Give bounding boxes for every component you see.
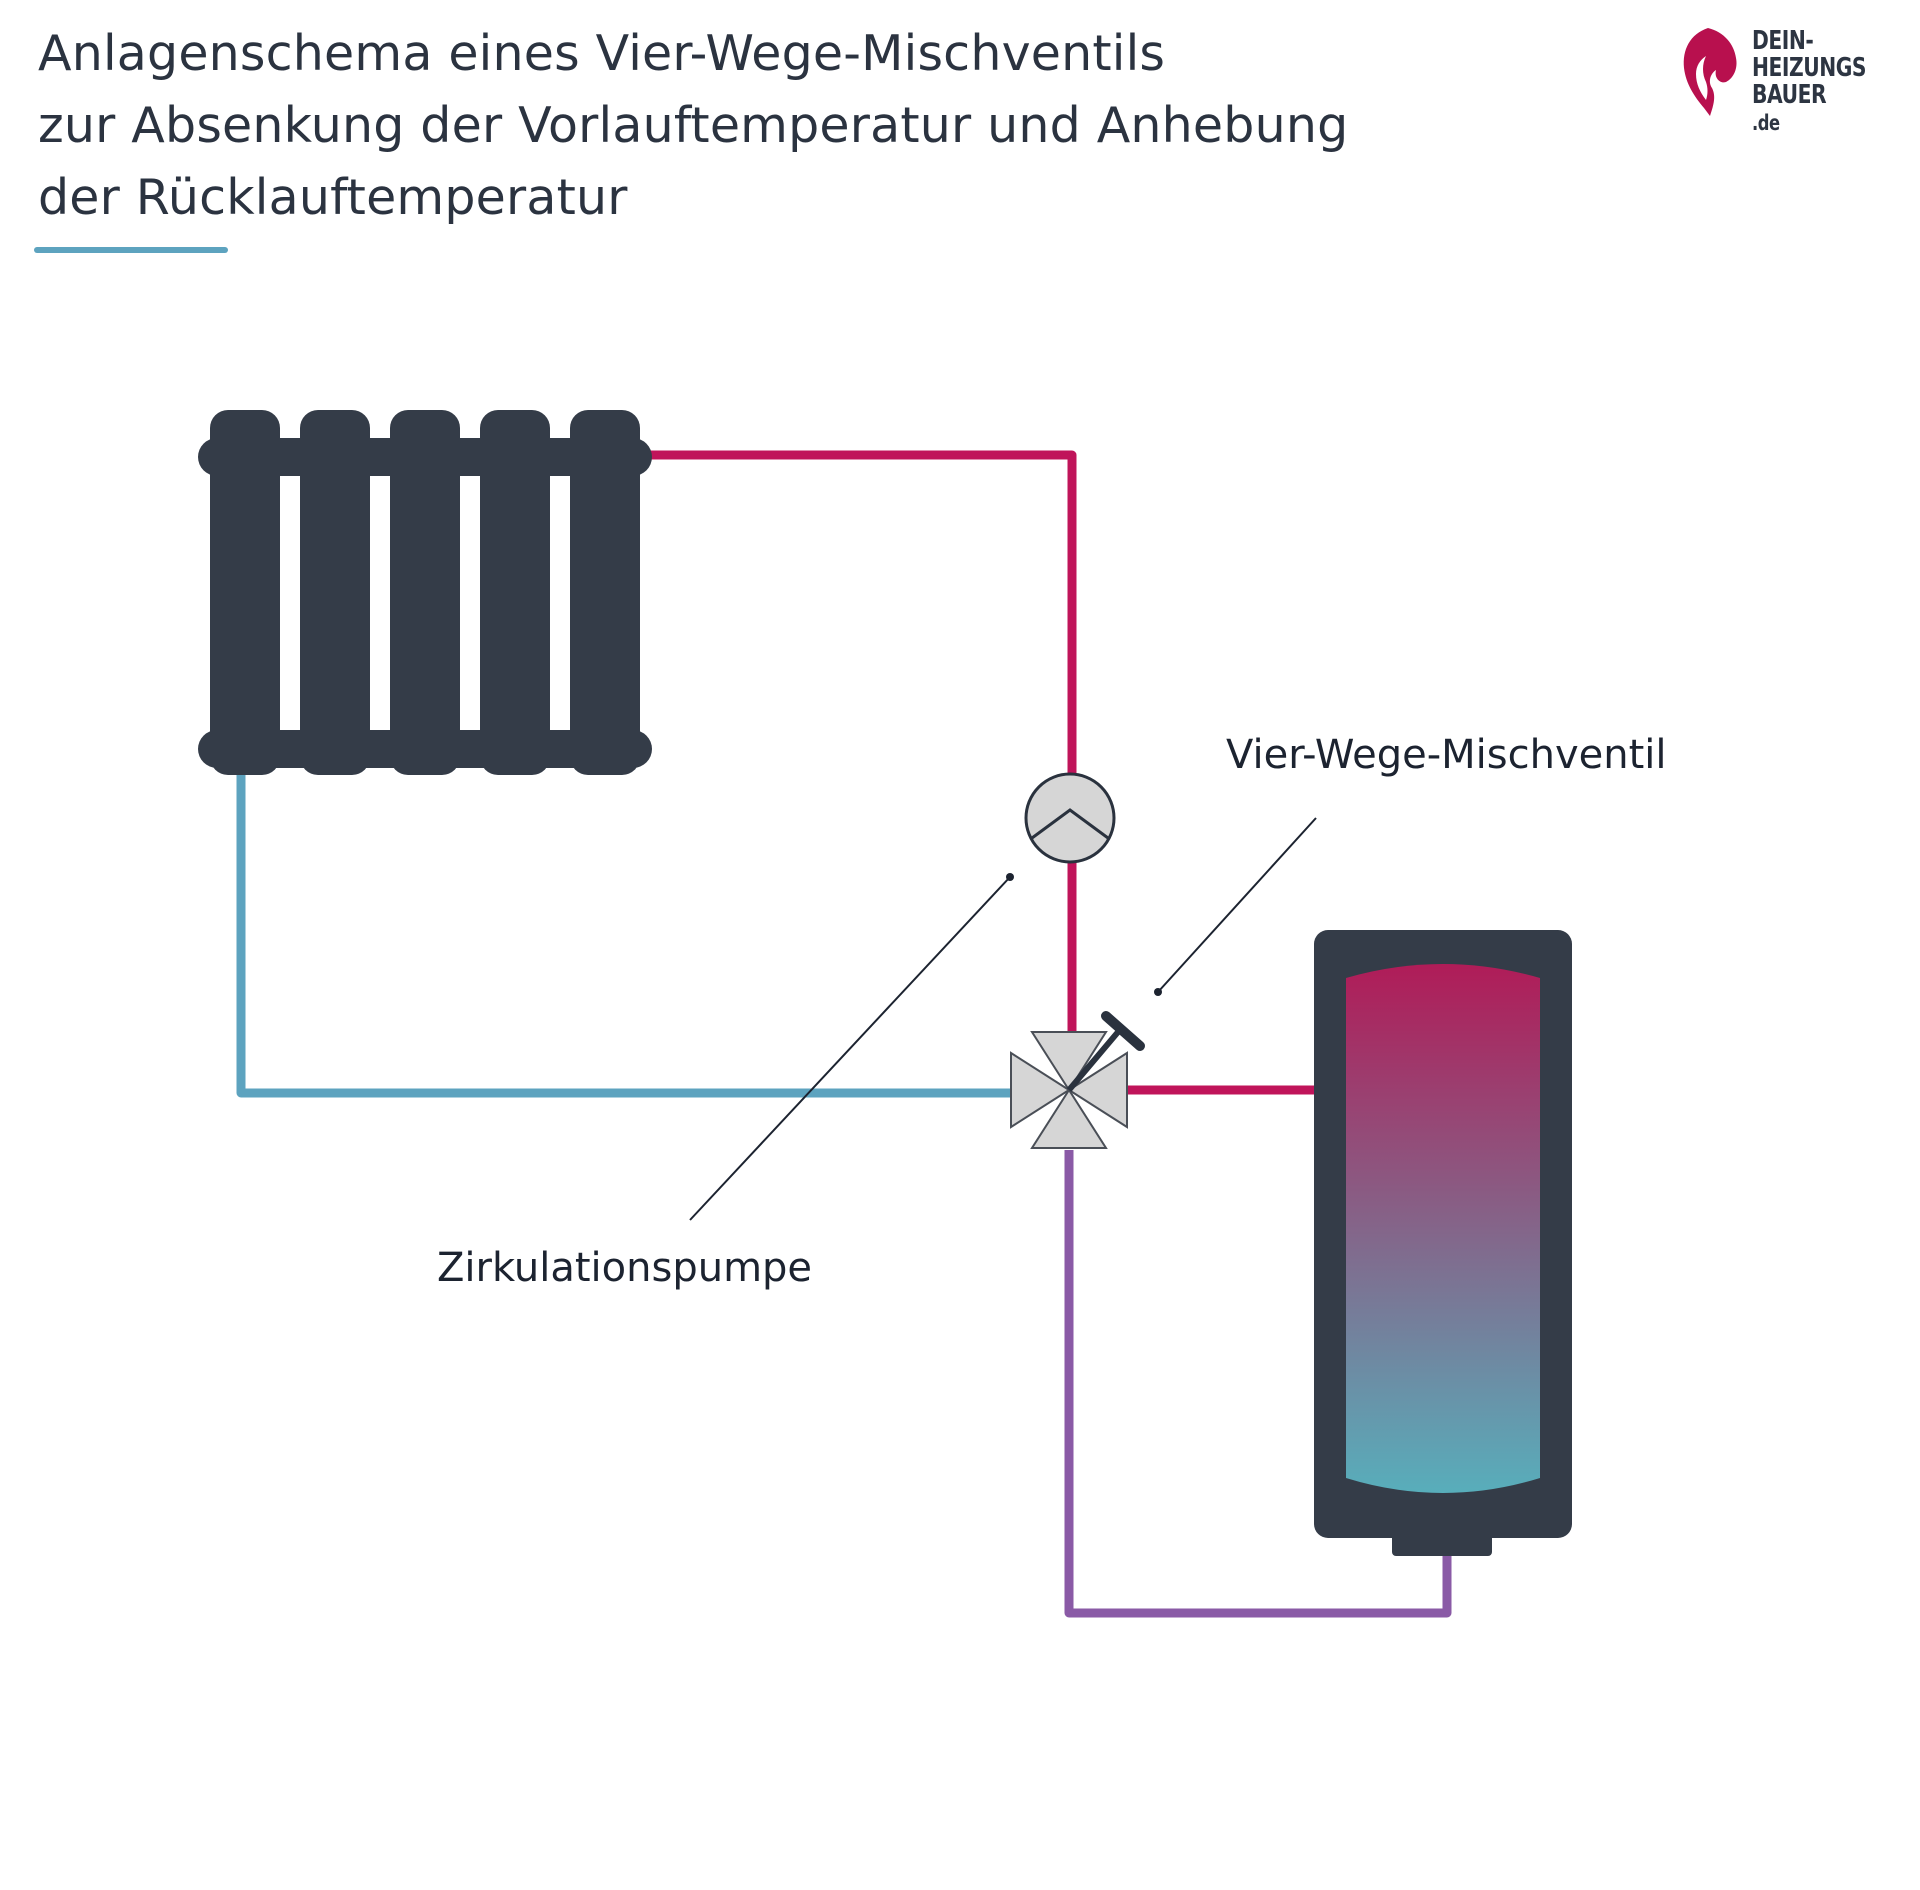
logo-wordmark: DEIN- HEIZUNGS BAUER.de — [1752, 28, 1866, 137]
four-way-mixing-valve-icon — [1010, 1011, 1145, 1149]
logo-tld: .de — [1752, 111, 1780, 135]
leader-line-valve — [1154, 817, 1317, 996]
logo-line-3: BAUER.de — [1752, 82, 1866, 137]
pump-label: Zirkulationspumpe — [437, 1245, 813, 1291]
page-title: Anlagenschema eines Vier-Wege-Mischventi… — [38, 18, 1348, 234]
return-pipe-to-tank — [1064, 1150, 1452, 1618]
radiator-icon — [198, 410, 652, 775]
circulation-pump-icon — [1024, 772, 1116, 864]
logo-line-3-name: BAUER — [1752, 80, 1827, 110]
brand-logo: DEIN- HEIZUNGS BAUER.de — [1680, 22, 1900, 135]
buffer-tank-icon — [1314, 930, 1572, 1556]
flame-logo-icon — [1683, 28, 1737, 116]
title-underline — [34, 247, 228, 253]
logo-line-2: HEIZUNGS — [1752, 53, 1867, 83]
page-title-line-2: zur Absenkung der Vorlauftemperatur und … — [38, 97, 1349, 154]
valve-label: Vier-Wege-Mischventil — [1226, 732, 1667, 778]
return-pipe-from-radiator — [236, 770, 1016, 1098]
page-title-line-1: Anlagenschema eines Vier-Wege-Mischventi… — [38, 25, 1166, 82]
leader-line-pump — [689, 873, 1014, 1221]
page-title-line-3: der Rücklauftemperatur — [38, 169, 628, 226]
supply-pipe-to-radiator — [640, 450, 1077, 1040]
logo-line-1: DEIN- — [1752, 26, 1814, 56]
